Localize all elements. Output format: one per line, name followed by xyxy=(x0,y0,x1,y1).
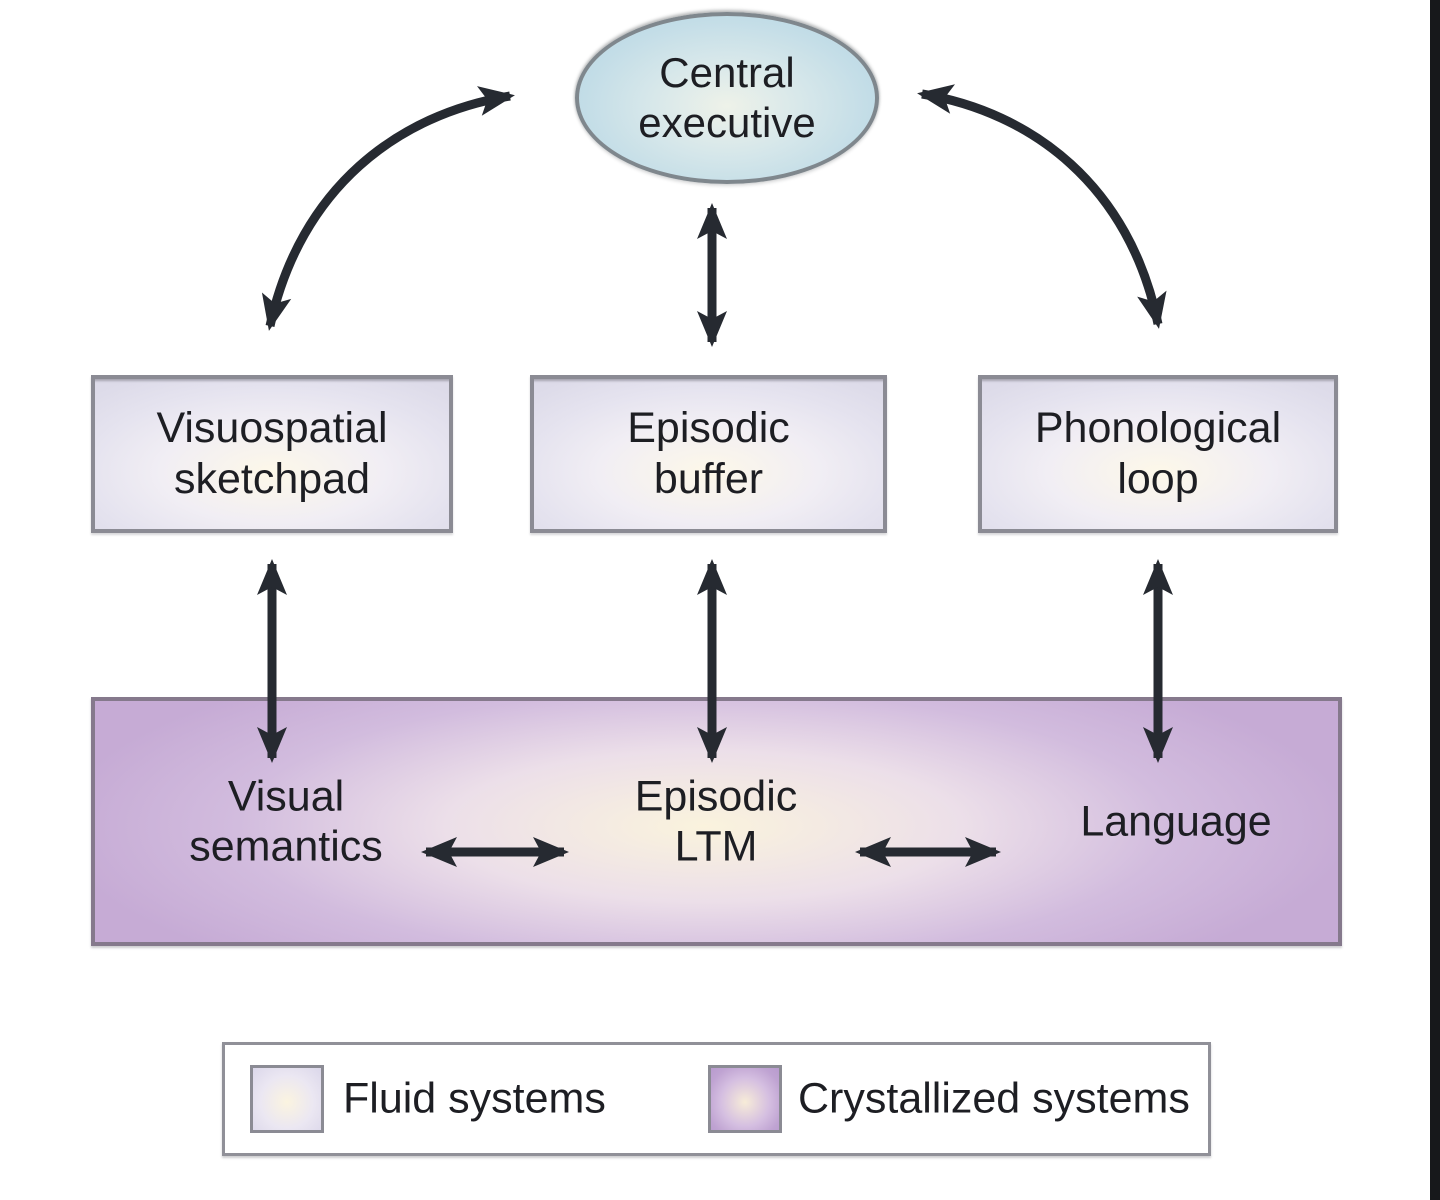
fluid-swatch xyxy=(250,1065,324,1133)
legend: Fluid systems Crystallized systems xyxy=(222,1042,1211,1156)
arrow-central-to-visuospatial xyxy=(261,86,515,331)
visual-semantics-label: Visual semantics xyxy=(189,771,383,871)
node-central-executive: Central executive xyxy=(575,12,879,184)
phonological-loop-label: Phonological loop xyxy=(1034,404,1282,503)
right-edge-bar xyxy=(1430,0,1440,1200)
node-phonological-loop: Phonological loop xyxy=(978,375,1338,533)
fluid-systems-label: Fluid systems xyxy=(343,1074,606,1123)
language-label: Language xyxy=(1080,797,1272,846)
node-episodic-buffer: Episodic buffer xyxy=(530,375,887,533)
episodic-ltm-label: Episodic LTM xyxy=(634,771,798,871)
crystallized-swatch xyxy=(708,1065,782,1133)
visuospatial-sketchpad-label: Visuospatial sketchpad xyxy=(156,404,388,503)
arrow-central-to-phonological xyxy=(917,84,1167,329)
crystallized-ltm-band: Visual semantics Episodic LTM Language xyxy=(91,697,1342,946)
node-visuospatial-sketchpad: Visuospatial sketchpad xyxy=(91,375,453,533)
crystallized-systems-label: Crystallized systems xyxy=(798,1074,1190,1123)
episodic-buffer-label: Episodic buffer xyxy=(627,404,790,503)
central-executive-label: Central executive xyxy=(638,49,816,146)
